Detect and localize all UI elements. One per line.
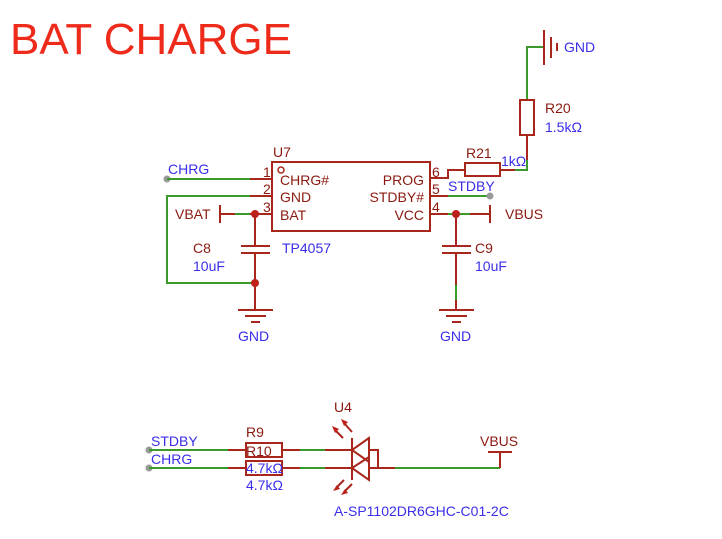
- net-label-chrg: CHRG: [168, 161, 209, 177]
- pin-name: GND: [280, 189, 311, 205]
- resistor-r10[interactable]: [228, 442, 352, 458]
- sheet-title: BAT CHARGE: [10, 15, 292, 64]
- r21-value: 1kΩ: [501, 153, 526, 169]
- net-label-vbus: VBUS: [505, 206, 543, 222]
- gnd-symbol-c8: GND: [238, 309, 273, 344]
- net-vbus-top: VBUS: [448, 205, 543, 223]
- net-label-stdby: STDBY: [151, 433, 198, 449]
- ic-u7[interactable]: U7 TP4057 1 2 3 CHRG# GND BAT 6 5 4 PROG…: [250, 144, 448, 256]
- net-stdby-bottom: STDBY: [145, 433, 228, 454]
- net-label-gnd: GND: [440, 328, 471, 344]
- gnd-symbol-c9: GND: [439, 309, 474, 344]
- net-label-chrg: CHRG: [151, 451, 192, 467]
- gnd-symbol-top: GND: [526, 30, 595, 100]
- pin-num: 4: [432, 199, 440, 215]
- u4-ref: U4: [334, 399, 352, 415]
- net-stdby-top: STDBY: [448, 178, 495, 200]
- r9-ref: R9: [246, 424, 264, 440]
- u7-ref: U7: [273, 144, 291, 160]
- capacitor-c8[interactable]: C8 10uF: [193, 210, 270, 310]
- pin-num: 2: [263, 181, 271, 197]
- c9-value: 10uF: [475, 258, 507, 274]
- pin-num: 3: [263, 199, 271, 215]
- pin-name: BAT: [280, 207, 307, 223]
- r20-ref: R20: [545, 100, 571, 116]
- net-vbat: VBAT: [175, 205, 250, 223]
- r20-value: 1.5kΩ: [545, 119, 582, 135]
- r10-ref: R10: [246, 443, 272, 459]
- net-label-stdby: STDBY: [448, 178, 495, 194]
- r9-value: 4.7kΩ: [246, 460, 283, 476]
- resistor-r9[interactable]: [228, 460, 352, 476]
- c8-ref: C8: [193, 240, 211, 256]
- led-u4[interactable]: U4 A-SP1102DR6GHC-C01-2C: [332, 399, 509, 519]
- resistor-r21[interactable]: R21 1kΩ: [430, 145, 526, 179]
- net-label-gnd: GND: [564, 39, 595, 55]
- c8-value: 10uF: [193, 258, 225, 274]
- net-chrg-top: CHRG: [163, 161, 250, 183]
- pin-name: CHRG#: [280, 172, 329, 188]
- net-label-vbus: VBUS: [480, 433, 518, 449]
- light-arrows-icon: [332, 419, 353, 495]
- pin-name: VCC: [394, 207, 424, 223]
- u7-value: TP4057: [282, 240, 331, 256]
- pin-num: 6: [432, 164, 440, 180]
- r10-value: 4.7kΩ: [246, 477, 283, 493]
- resistor-r20[interactable]: R20 1.5kΩ: [515, 99, 582, 171]
- net-label-vbat: VBAT: [175, 206, 211, 222]
- u4-value: A-SP1102DR6GHC-C01-2C: [334, 503, 509, 519]
- net-label-gnd: GND: [238, 328, 269, 344]
- c9-ref: C9: [475, 240, 493, 256]
- r21-ref: R21: [466, 145, 492, 161]
- pin-name: PROG: [383, 172, 424, 188]
- pin-num: 1: [263, 164, 271, 180]
- net-vbus-bottom: VBUS: [395, 433, 518, 469]
- pin-num: 5: [432, 181, 440, 197]
- net-chrg-bottom: CHRG: [145, 451, 228, 472]
- gnd-wire: [166, 195, 255, 284]
- capacitor-c9[interactable]: C9 10uF: [442, 210, 507, 310]
- pin-name: STDBY#: [370, 189, 425, 205]
